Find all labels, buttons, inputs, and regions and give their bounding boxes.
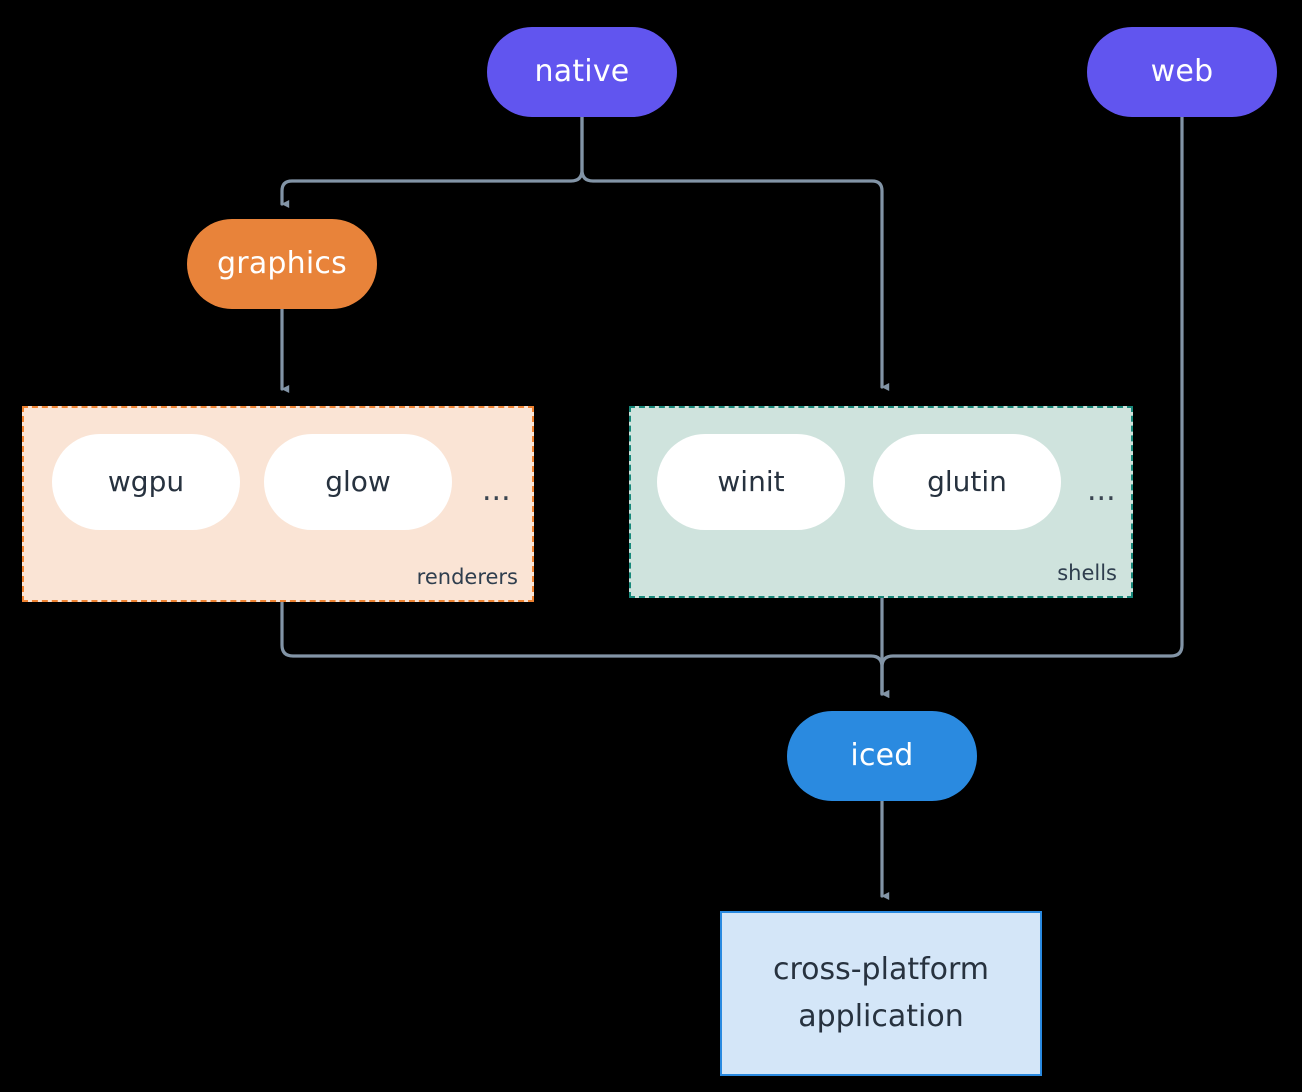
node-iced[interactable]: iced xyxy=(787,711,977,801)
node-graphics-label: graphics xyxy=(217,246,347,281)
node-application-line2: application xyxy=(798,998,964,1034)
cluster-member-glow-label: glow xyxy=(325,465,391,498)
node-application[interactable]: cross-platform application xyxy=(720,911,1042,1076)
node-web[interactable]: web xyxy=(1087,27,1277,117)
cluster-member-wgpu-label: wgpu xyxy=(107,465,185,498)
cluster-member-glutin[interactable]: glutin xyxy=(873,434,1061,530)
cluster-member-glutin-label: glutin xyxy=(927,465,1007,498)
node-native-label: native xyxy=(534,54,630,89)
cluster-shells-label: shells xyxy=(1057,561,1117,585)
edge-native-shells xyxy=(580,115,890,391)
cluster-shells-ellipsis: ... xyxy=(1087,473,1116,508)
cluster-member-winit[interactable]: winit xyxy=(657,434,845,530)
cluster-member-glow[interactable]: glow xyxy=(264,434,452,530)
cluster-renderers-ellipsis: ... xyxy=(482,473,511,508)
node-graphics[interactable]: graphics xyxy=(187,219,377,309)
cluster-renderers: wgpu glow ... renderers xyxy=(22,406,534,602)
edge-renderers-iced xyxy=(280,600,890,698)
cluster-member-wgpu[interactable]: wgpu xyxy=(52,434,240,530)
node-application-line1: cross-platform xyxy=(772,952,990,987)
cluster-renderers-label: renderers xyxy=(416,565,518,589)
node-iced-label: iced xyxy=(850,738,914,773)
node-web-label: web xyxy=(1150,54,1214,89)
cluster-shells: winit glutin ... shells xyxy=(629,406,1133,598)
edge-native-graphics xyxy=(280,115,584,208)
cluster-member-winit-label: winit xyxy=(717,465,785,498)
node-native[interactable]: native xyxy=(487,27,677,117)
